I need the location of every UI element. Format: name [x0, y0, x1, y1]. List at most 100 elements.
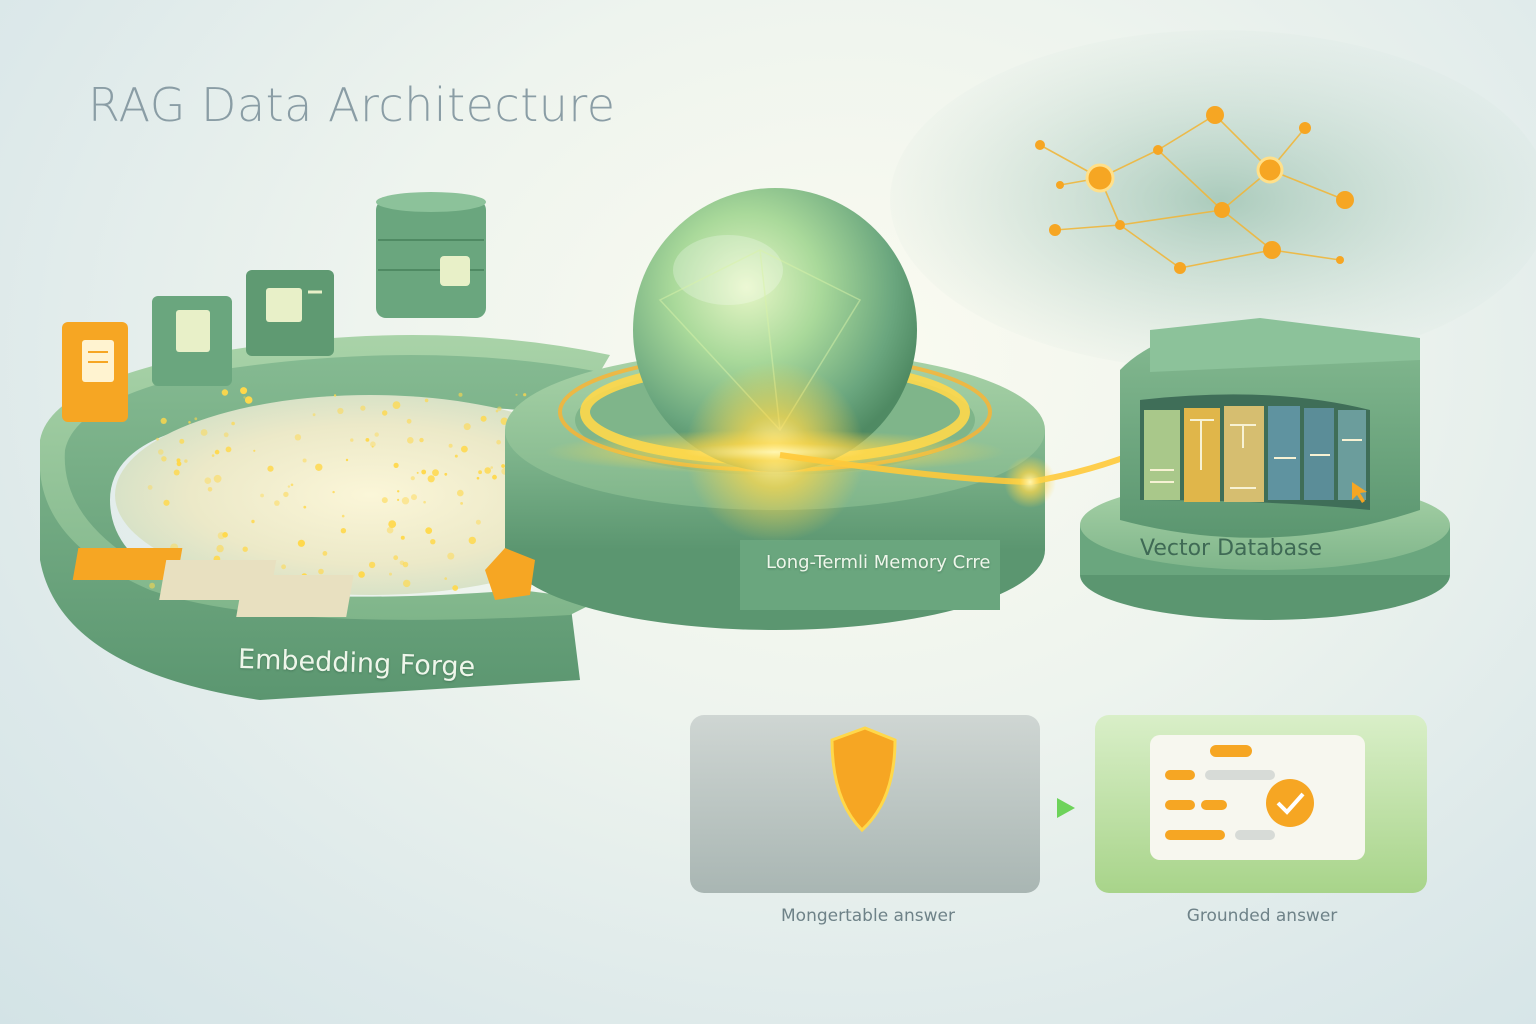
particle	[225, 446, 232, 453]
particle	[221, 389, 229, 396]
answer-card	[1150, 735, 1365, 860]
checkmark-icon	[1266, 779, 1314, 827]
particle	[393, 555, 399, 561]
particle	[397, 490, 400, 493]
embedding-forge-ring	[40, 335, 625, 700]
particle	[523, 393, 527, 397]
particle	[402, 561, 409, 568]
document-icon	[62, 322, 128, 422]
particle	[243, 396, 246, 399]
particle	[452, 585, 459, 591]
particle	[312, 413, 316, 417]
particle	[231, 421, 235, 426]
particle	[432, 469, 439, 477]
particle	[368, 561, 376, 569]
particle	[216, 544, 224, 553]
particle	[161, 456, 167, 462]
particle	[194, 417, 198, 421]
particle	[149, 582, 156, 589]
particle	[411, 494, 417, 501]
particle	[240, 387, 248, 395]
particle	[421, 469, 427, 475]
particle	[468, 536, 476, 545]
network-backdrop	[890, 30, 1536, 370]
particle	[160, 417, 167, 424]
particle	[495, 409, 499, 413]
particle	[382, 410, 388, 416]
particle	[478, 470, 482, 475]
shield-icon	[830, 726, 897, 833]
particle	[294, 434, 302, 441]
particle	[381, 497, 388, 504]
particle	[386, 526, 394, 534]
particle	[454, 454, 458, 458]
particle	[392, 401, 401, 409]
network-nodes	[1035, 106, 1354, 274]
particle	[501, 464, 505, 468]
particle	[333, 394, 337, 397]
particle	[416, 471, 419, 474]
database-icon	[376, 192, 486, 318]
document-icon	[246, 270, 334, 356]
particle	[345, 458, 349, 462]
particle	[223, 432, 229, 438]
particle	[388, 520, 397, 528]
particle	[207, 487, 213, 492]
particle	[374, 432, 379, 437]
particle	[281, 564, 286, 570]
particle	[176, 461, 182, 467]
particle	[274, 500, 280, 506]
particle	[156, 437, 159, 441]
particle	[260, 493, 264, 498]
cursor-icon	[1352, 482, 1367, 503]
vector-database	[1080, 318, 1450, 620]
particle	[403, 579, 411, 588]
particle	[332, 490, 335, 494]
particle	[407, 437, 414, 444]
particle	[447, 552, 455, 560]
particle	[497, 406, 502, 411]
particle	[147, 485, 153, 490]
particle	[322, 551, 328, 556]
particle	[460, 502, 463, 505]
particle	[315, 463, 323, 471]
particle	[253, 449, 256, 452]
particle	[365, 438, 370, 442]
document-icon	[152, 296, 232, 386]
particle	[476, 476, 480, 480]
particle	[214, 449, 220, 455]
particle	[370, 441, 376, 448]
particle	[423, 500, 426, 504]
particle	[410, 476, 415, 481]
particle	[484, 467, 492, 474]
particle	[267, 465, 274, 472]
particle	[444, 472, 448, 476]
particle	[297, 539, 305, 547]
particle	[251, 519, 255, 524]
particle	[463, 423, 471, 431]
particle	[461, 445, 468, 453]
particle	[222, 532, 228, 538]
particle	[211, 454, 215, 457]
particle	[515, 393, 518, 396]
particle	[427, 475, 435, 483]
particle	[371, 445, 374, 448]
grounded-answer-caption: Grounded answer	[1186, 906, 1338, 926]
particle	[492, 474, 497, 480]
page-title: RAG Data Architecture	[88, 78, 616, 132]
ungrounded-answer-caption: Mongertable answer	[781, 906, 955, 926]
particle	[389, 572, 392, 576]
particle	[350, 438, 354, 442]
particle	[448, 443, 453, 448]
particle	[302, 458, 307, 463]
particle	[399, 560, 405, 566]
particle	[458, 392, 463, 397]
particle	[341, 514, 345, 518]
particle	[163, 499, 170, 506]
particle	[397, 498, 400, 501]
particle	[244, 396, 253, 404]
particle	[490, 466, 494, 469]
particle	[176, 458, 181, 463]
particle	[400, 535, 405, 540]
